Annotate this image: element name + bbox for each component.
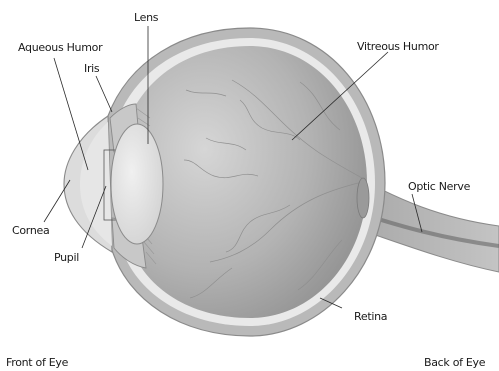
label-vitreous-humor: Vitreous Humor [357, 40, 439, 53]
label-pupil: Pupil [54, 251, 79, 264]
lens [111, 124, 163, 244]
label-retina: Retina [354, 310, 387, 323]
vitreous-humor [128, 46, 367, 318]
label-back-of-eye: Back of Eye [424, 356, 486, 369]
label-lens: Lens [134, 11, 159, 24]
label-cornea: Cornea [12, 224, 49, 237]
optic-disc [357, 178, 369, 218]
label-iris: Iris [84, 62, 100, 75]
label-optic-nerve: Optic Nerve [408, 180, 471, 193]
label-front-of-eye: Front of Eye [6, 356, 69, 369]
label-aqueous-humor: Aqueous Humor [18, 41, 103, 54]
